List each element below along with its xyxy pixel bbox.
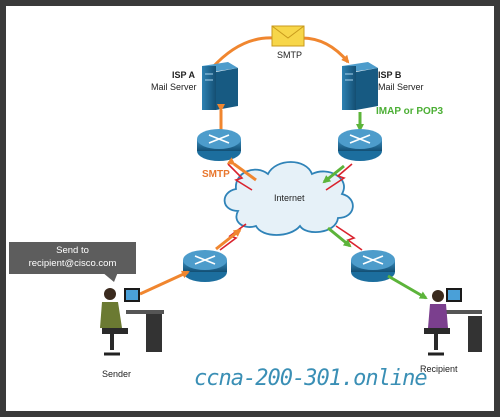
- isp-b-role: Mail Server: [378, 82, 424, 92]
- imap-arrow-to-internet: [322, 164, 345, 184]
- imap-arrow-router-to-recipient: [387, 274, 428, 300]
- smtp-arrow-sender-to-router: [139, 270, 190, 296]
- smtp-arc-arrow: [210, 36, 275, 70]
- lightning-link-b: [325, 163, 353, 191]
- smtp-arc-arrow-2: [301, 36, 350, 64]
- diagram-canvas: SMTP ISP A Mail Server ISP B Mail Server…: [6, 6, 494, 411]
- router-icon-isp-a: [197, 129, 241, 161]
- smtp-arrow-to-internet: [215, 228, 242, 251]
- envelope-icon: [271, 25, 305, 47]
- smtp-left-label: SMTP: [202, 169, 230, 180]
- smtp-arrow-to-router-a: [226, 157, 257, 182]
- isp-b-name: ISP B: [378, 70, 402, 80]
- smtp-top-label: SMTP: [277, 50, 303, 60]
- server-icon-isp-b: [342, 62, 378, 110]
- recipient-label: Recipient: [420, 364, 458, 374]
- server-icon-isp-a: [202, 62, 238, 110]
- diagram-graphics: [100, 25, 482, 356]
- person-at-desk-icon-recipient: [424, 288, 482, 356]
- send-to-callout: Send to recipient@cisco.com: [9, 242, 136, 274]
- sender-label: Sender: [102, 369, 132, 379]
- watermark: ccna-200-301.online: [194, 366, 428, 391]
- isp-a-role: Mail Server: [151, 82, 197, 92]
- router-icon-isp-b: [338, 129, 382, 161]
- internet-label: Internet: [274, 193, 305, 203]
- person-at-desk-icon-sender: [100, 288, 164, 356]
- router-icon-sender: [183, 250, 227, 282]
- callout-line-1: Send to: [56, 245, 89, 256]
- callout-line-2: recipient@cisco.com: [28, 258, 117, 269]
- router-icon-recipient: [351, 250, 395, 282]
- imap-pop3-label: IMAP or POP3: [376, 106, 444, 117]
- lightning-link-a: [227, 163, 253, 191]
- lightning-link-d: [335, 225, 363, 251]
- isp-a-name: ISP A: [172, 70, 196, 80]
- imap-arrow-to-router: [327, 226, 352, 248]
